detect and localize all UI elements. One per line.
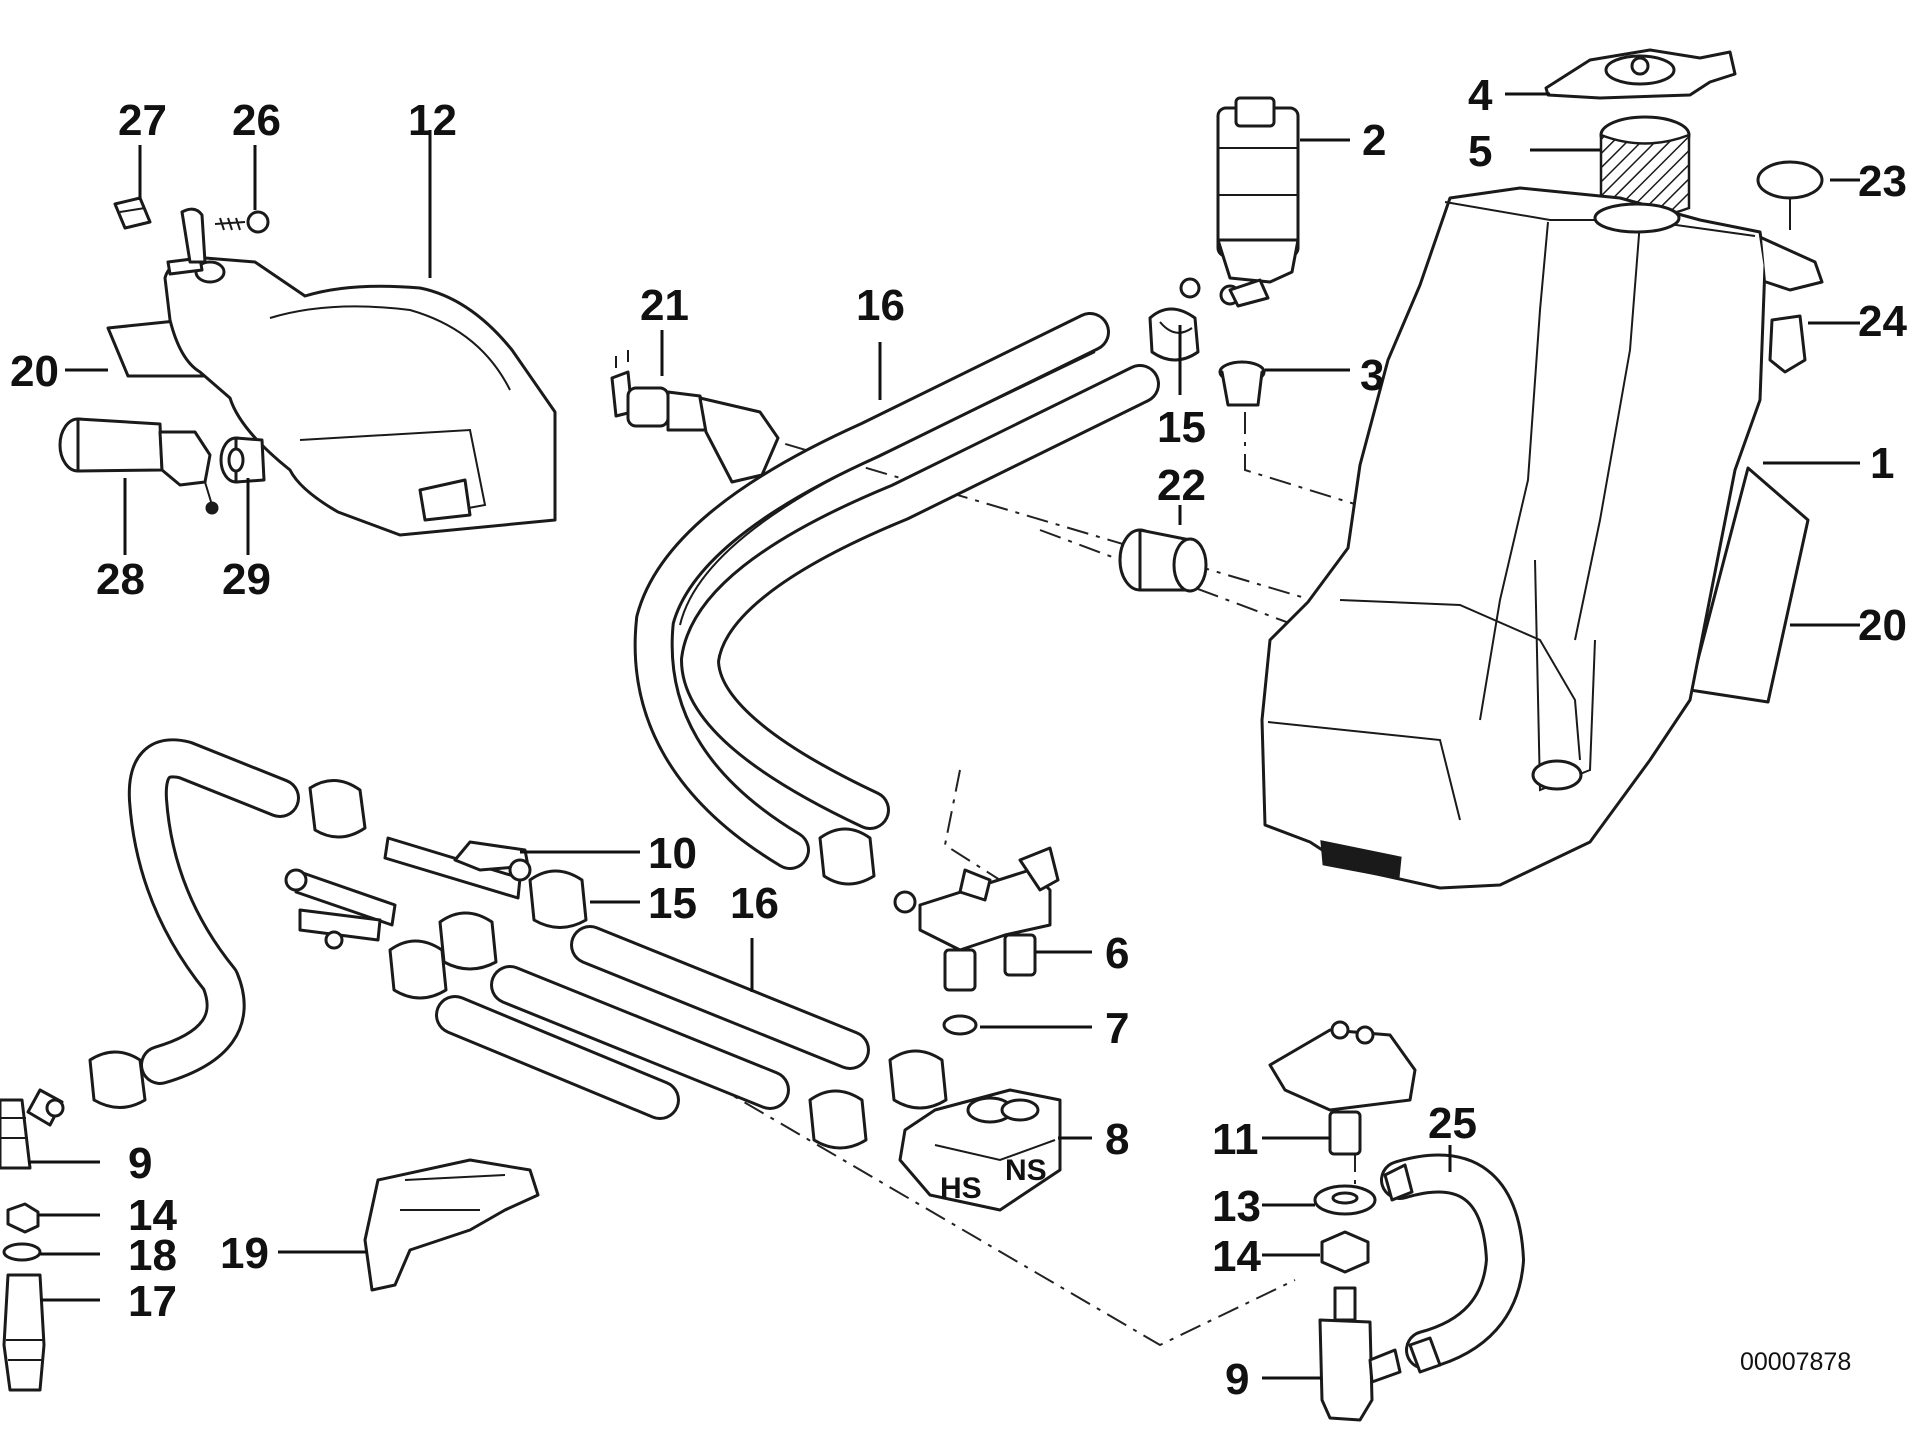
- callout-21: 21: [640, 281, 689, 330]
- jet-9-left: [0, 1088, 65, 1170]
- callout-16-top: 16: [856, 281, 905, 330]
- clip-15-upper: [1148, 307, 1200, 362]
- callout-9-left: 9: [128, 1139, 152, 1188]
- document-number: 00007878: [1740, 1348, 1851, 1376]
- callout-22: 22: [1157, 461, 1206, 510]
- callout-20-right: 20: [1858, 601, 1907, 650]
- leader-lines: [28, 92, 1860, 1380]
- strainer-5: [1599, 115, 1691, 218]
- callout-26: 26: [232, 96, 281, 145]
- connector-17: [2, 1273, 46, 1392]
- callout-13: 13: [1212, 1182, 1261, 1231]
- callout-17: 17: [128, 1277, 177, 1326]
- clip-24: [1768, 314, 1807, 374]
- clip-27: [113, 196, 152, 230]
- nozzle-cap: [1268, 1020, 1417, 1112]
- callout-15-top: 15: [1157, 403, 1206, 452]
- pump-28: [58, 417, 219, 515]
- hose-16-upper: [633, 312, 1160, 870]
- ns-marking: NS: [1005, 1154, 1047, 1187]
- callout-15-mid: 15: [648, 879, 697, 928]
- grommet-22: [1118, 528, 1208, 593]
- callout-10: 10: [648, 829, 697, 878]
- callout-20-left: 20: [10, 347, 59, 396]
- pin-11: [1328, 1110, 1362, 1156]
- callout-3: 3: [1360, 351, 1384, 400]
- callout-7: 7: [1105, 1004, 1129, 1053]
- callout-6: 6: [1105, 929, 1129, 978]
- o-ring-7: [942, 1014, 978, 1036]
- nut-14-right: [1320, 1230, 1370, 1274]
- button-23: [1756, 160, 1824, 230]
- callout-1: 1: [1870, 439, 1894, 488]
- small-reservoir-assembly: [106, 207, 557, 537]
- connector-6: [893, 846, 1060, 992]
- callout-27: 27: [118, 96, 167, 145]
- left-hose: [127, 738, 300, 1085]
- callout-19: 19: [220, 1229, 269, 1278]
- bracket-19: [363, 1158, 540, 1292]
- callout-9-right: 9: [1225, 1355, 1249, 1404]
- clip-15-row: [88, 779, 948, 1150]
- callouts: 2 3 4 5 23 24 1 20 15 22 21 16 12 27 26 …: [10, 71, 1907, 1404]
- grommet-29: [219, 436, 266, 484]
- hs-marking: HS: [940, 1172, 982, 1205]
- callout-23: 23: [1858, 157, 1907, 206]
- callout-14-left: 14: [128, 1191, 177, 1240]
- filler-cap-4: [1544, 48, 1737, 100]
- callout-28: 28: [96, 555, 145, 604]
- washer-13: [1313, 1184, 1377, 1216]
- callout-2: 2: [1362, 116, 1386, 165]
- callout-24: 24: [1858, 297, 1907, 346]
- callout-12: 12: [408, 96, 457, 145]
- washer-18: [2, 1242, 42, 1262]
- hose-16-lower: [435, 925, 870, 1120]
- nut-14-left: [6, 1202, 40, 1234]
- callout-8: 8: [1105, 1115, 1129, 1164]
- pump-2: [1179, 96, 1300, 308]
- callout-5: 5: [1468, 127, 1492, 176]
- vent-plug-21: [610, 350, 780, 484]
- screw-26: [214, 210, 270, 234]
- hose-25: [1380, 1153, 1525, 1374]
- callout-11: 11: [1212, 1115, 1259, 1164]
- fitting-10: [284, 836, 532, 950]
- callout-18: 18: [128, 1231, 177, 1280]
- callout-4: 4: [1468, 71, 1493, 120]
- callout-14-right: 14: [1212, 1232, 1261, 1281]
- grommet-3: [1218, 360, 1266, 407]
- callout-16-mid: 16: [730, 879, 779, 928]
- main-reservoir-1: [1260, 186, 1824, 890]
- valve-8: HS NS: [898, 1088, 1062, 1212]
- callout-25: 25: [1428, 1099, 1477, 1148]
- jet-9-right: [1318, 1286, 1402, 1422]
- callout-29: 29: [222, 555, 271, 604]
